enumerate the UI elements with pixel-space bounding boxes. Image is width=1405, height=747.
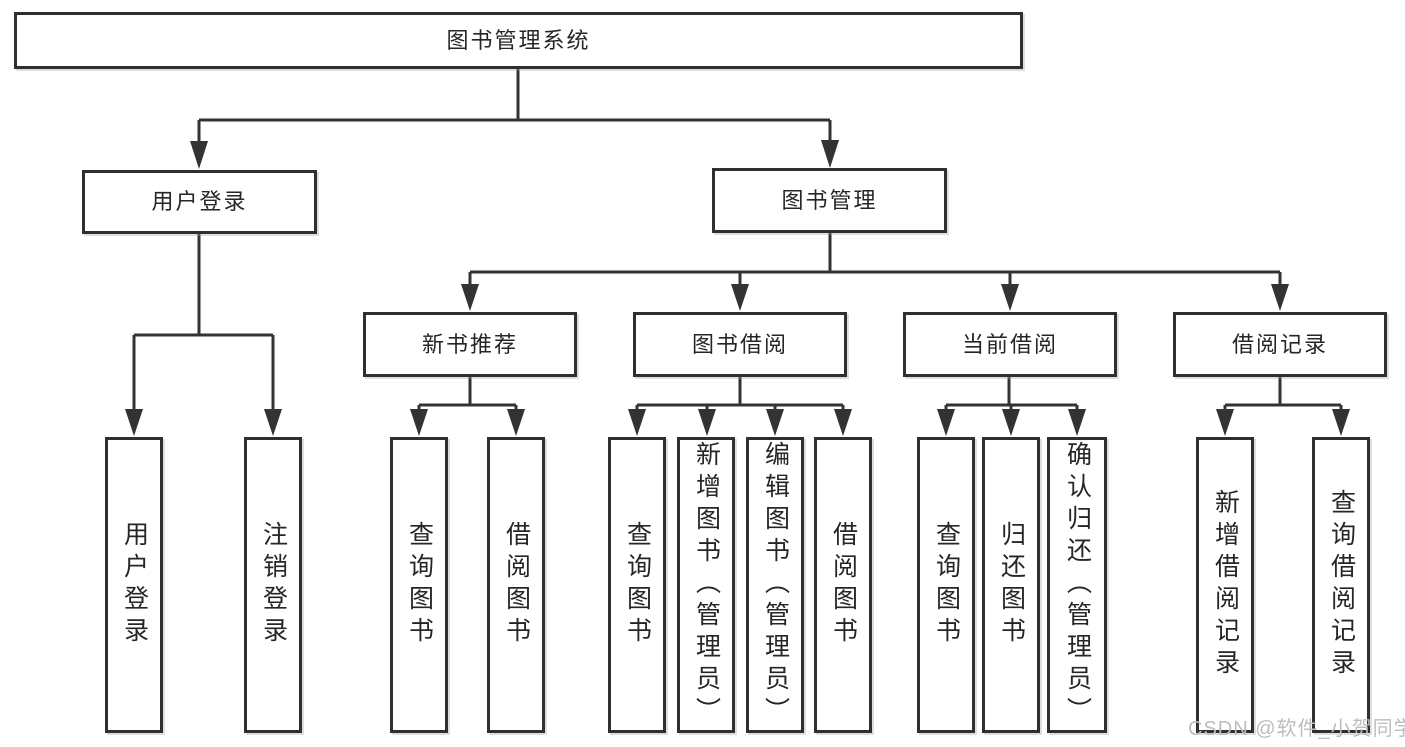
node-library-system: 图书管理系统 xyxy=(14,12,1023,69)
leaf-query-book-borrow-label: 查询图书 xyxy=(623,521,652,649)
arrowhead-icon xyxy=(731,284,749,311)
leaf-query-book-recommend: 查询图书 xyxy=(390,437,448,733)
leaf-query-book-recommend-label: 查询图书 xyxy=(405,521,434,649)
arrowhead-icon xyxy=(507,409,525,436)
leaf-edit-book-admin-label: 编辑图书（管理员） xyxy=(761,441,790,729)
csdn-watermark: CSDN @软件_小贺同学 xyxy=(1188,718,1405,740)
leaf-query-borrow-record: 查询借阅记录 xyxy=(1312,437,1370,733)
node-library-system-label: 图书管理系统 xyxy=(446,27,591,53)
leaf-confirm-return-admin: 确认归还（管理员） xyxy=(1047,437,1107,733)
arrowhead-icon xyxy=(937,409,955,436)
node-book-management: 图书管理 xyxy=(712,168,947,233)
node-borrow-record: 借阅记录 xyxy=(1173,312,1387,377)
node-borrow-record-label: 借阅记录 xyxy=(1231,331,1328,357)
leaf-confirm-return-admin-label: 确认归还（管理员） xyxy=(1063,441,1092,729)
leaf-user-login-label: 用户登录 xyxy=(120,521,149,649)
arrowhead-icon xyxy=(461,284,479,311)
node-book-management-label: 图书管理 xyxy=(781,187,878,213)
leaf-borrow-book-label: 借阅图书 xyxy=(829,521,858,649)
arrowhead-icon xyxy=(1332,409,1350,436)
node-new-book-recommend: 新书推荐 xyxy=(363,312,577,377)
arrowhead-icon xyxy=(834,409,852,436)
arrowhead-icon xyxy=(1216,409,1234,436)
leaf-add-borrow-record-label: 新增借阅记录 xyxy=(1211,489,1240,681)
node-current-borrow-label: 当前借阅 xyxy=(961,331,1058,357)
node-user-login-label: 用户登录 xyxy=(151,189,248,214)
arrowhead-icon xyxy=(766,409,784,436)
arrowhead-icon xyxy=(125,409,143,436)
leaf-logout-label: 注销登录 xyxy=(259,521,288,649)
leaf-borrow-book: 借阅图书 xyxy=(814,437,872,733)
leaf-add-book-admin: 新增图书（管理员） xyxy=(677,437,735,733)
arrowhead-icon xyxy=(1068,409,1086,436)
leaf-return-book: 归还图书 xyxy=(982,437,1040,733)
arrowhead-icon xyxy=(698,409,716,436)
arrowhead-icon xyxy=(628,409,646,436)
leaf-query-book-borrow: 查询图书 xyxy=(608,437,666,733)
node-user-login: 用户登录 xyxy=(82,170,317,234)
leaf-borrow-book-recommend: 借阅图书 xyxy=(487,437,545,733)
leaf-query-book-current: 查询图书 xyxy=(917,437,975,733)
arrowhead-icon xyxy=(821,140,839,168)
leaf-logout: 注销登录 xyxy=(244,437,302,733)
arrowhead-icon xyxy=(1001,284,1019,311)
arrowhead-icon xyxy=(410,409,428,436)
leaf-user-login: 用户登录 xyxy=(105,437,163,733)
arrowhead-icon xyxy=(264,409,282,436)
leaf-edit-book-admin: 编辑图书（管理员） xyxy=(746,437,804,733)
arrowhead-icon xyxy=(190,141,208,169)
arrowhead-icon xyxy=(1002,409,1020,436)
node-book-borrow: 图书借阅 xyxy=(633,312,847,377)
leaf-query-borrow-record-label: 查询借阅记录 xyxy=(1327,489,1356,681)
leaf-query-book-current-label: 查询图书 xyxy=(932,521,961,649)
leaf-return-book-label: 归还图书 xyxy=(997,521,1026,649)
node-book-borrow-label: 图书借阅 xyxy=(691,331,788,357)
leaf-add-borrow-record: 新增借阅记录 xyxy=(1196,437,1254,733)
node-current-borrow: 当前借阅 xyxy=(903,312,1117,377)
node-new-book-recommend-label: 新书推荐 xyxy=(421,331,518,357)
arrowhead-icon xyxy=(1271,284,1289,311)
leaf-add-book-admin-label: 新增图书（管理员） xyxy=(692,441,721,729)
leaf-borrow-book-recommend-label: 借阅图书 xyxy=(502,521,531,649)
